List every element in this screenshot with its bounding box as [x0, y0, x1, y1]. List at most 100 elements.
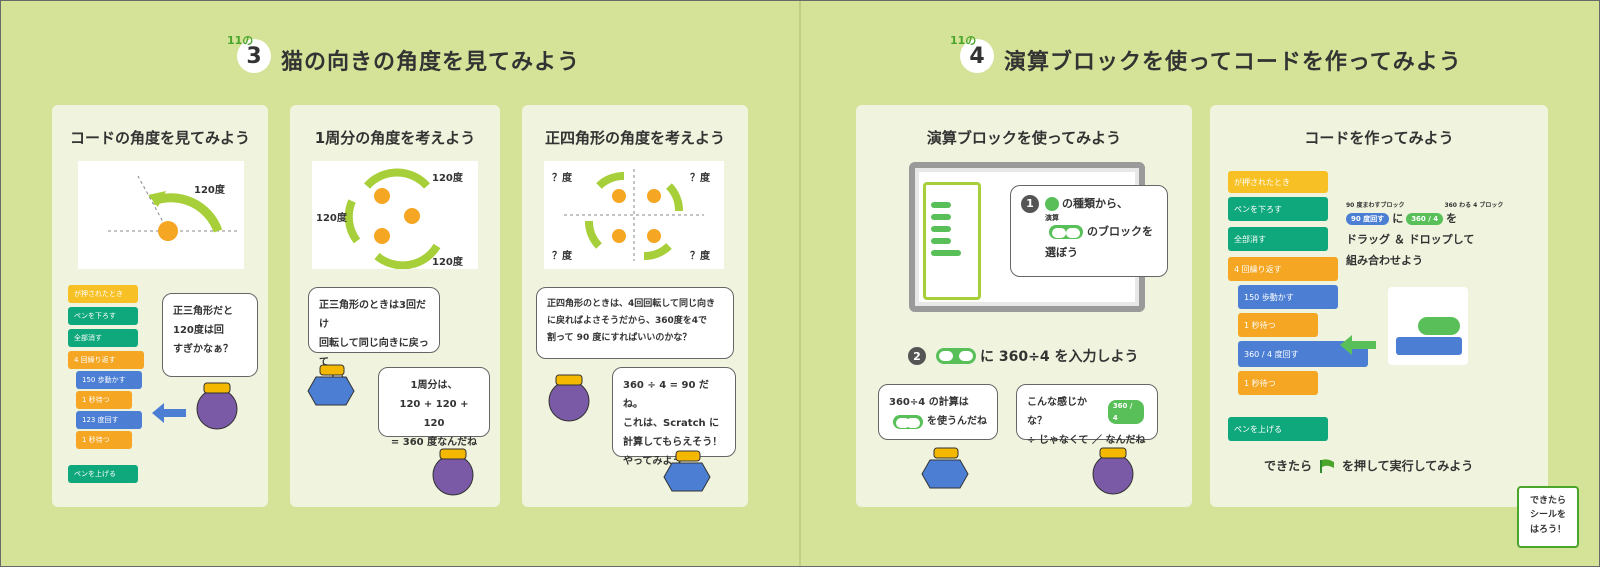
instruction-word: を	[1446, 212, 1458, 225]
bubble-line: 計算してもらえそう！	[623, 437, 723, 448]
speech-bubble: 360÷4 の計算は を使うんだね	[878, 384, 998, 440]
bubble-text: こんな感じかな？	[1027, 397, 1087, 427]
category-label: 演算	[1045, 213, 1059, 222]
panel-title: 1周分の角度を考えよう	[314, 129, 476, 147]
run-prefix: できたら	[1264, 459, 1313, 473]
instruction-text: 90 度まわすブロック 360 わる 4 ブロック 90 度回す に 360 /…	[1346, 203, 1536, 272]
pen-up-block: ペンを上げる	[1228, 417, 1328, 441]
panel-title: コードの角度を見てみよう	[69, 129, 250, 147]
pen-down-block: ペンを下ろす	[68, 307, 138, 325]
turn-block-pill: 90 度回す	[1346, 213, 1390, 226]
operator-category-icon	[1045, 197, 1059, 212]
bubble-line: = 360 度なんだね	[390, 437, 478, 448]
speech-bubble: 1周分は、 120 + 120 + 120 = 360 度なんだね	[378, 367, 490, 448]
square-rotation-figure: ？度 ？度 ？度 ？度	[544, 161, 724, 269]
angle-label: ？度	[552, 173, 572, 184]
callout-text: のブロックを	[1087, 224, 1153, 238]
angle-diagram	[108, 175, 238, 241]
angle-label: ？度	[552, 251, 572, 262]
clear-block: 全部消す	[68, 329, 138, 347]
turn-block-icon	[1396, 337, 1462, 355]
callout-line: のブロックを	[1045, 222, 1157, 243]
sticker-line: シールを	[1529, 510, 1566, 521]
bubble-line: 360÷4 の計算は	[889, 397, 969, 408]
panel-make-code: コードを作ってみよう が押されたとき ペンを下ろす 全部消す 4 回繰り返す 1…	[1210, 105, 1548, 507]
bubble-line: 回転して同じ向きに戻って	[319, 338, 429, 368]
instruction-line: ドラッグ ＆ ドロップして	[1346, 232, 1475, 246]
rotation-diagram	[344, 168, 441, 270]
left-title: 猫の向きの角度を見てみよう	[281, 50, 581, 75]
operator-block-thumb	[931, 250, 961, 256]
panel-title: コードを作ってみよう	[1304, 129, 1454, 147]
run-instruction: できたら を押して実行してみよう	[1264, 457, 1473, 474]
wait-block-2: 1 秒待つ	[1238, 371, 1318, 395]
bubble-line: 正四角形のときは、4回回転して同じ向き	[547, 299, 715, 309]
angle-label: 120度	[194, 185, 225, 196]
purple-character-icon	[1092, 447, 1134, 495]
pen-up-block: ペンを上げる	[68, 465, 138, 483]
sticker-line: はろう！	[1529, 524, 1566, 535]
left-heading: 11の 3 猫の向きの角度を見てみよう	[227, 34, 581, 76]
panel-square-angle: 正四角形の角度を考えよう ？度 ？度 ？度 ？度 正四角形のときは、4回回転して…	[522, 105, 748, 507]
operator-block-thumb	[931, 226, 951, 232]
angle-label: 120度	[316, 213, 347, 224]
bubble-line: 360 ÷ 4 = 90 だね。	[623, 380, 709, 410]
instruction-line: 90 度回す に 360 / 4 を	[1346, 209, 1536, 230]
sticker-box: できたら シールを はろう！	[1517, 486, 1579, 548]
panel-code-angle: コードの角度を見てみよう 120度 が押されたとき ペンを下ろす 全部消す 4 …	[52, 105, 268, 507]
operator-pill: 360 / 4	[1107, 400, 1144, 424]
bubble-line: 120 + 120 + 120	[399, 399, 469, 429]
panel-full-circle: 1周分の角度を考えよう 120度 120度 120度 正三角形のときは3回だけ …	[290, 105, 500, 507]
purple-character-icon	[432, 448, 474, 496]
operator-block-icon	[893, 414, 923, 429]
bubble-line: 120度は回	[173, 325, 224, 336]
repeat-block: 4 回繰り返す	[68, 351, 144, 369]
bubble-line: やってみよう	[623, 456, 683, 467]
turn-block: 123 度回す	[76, 411, 142, 429]
angle-figure: 120度	[78, 161, 244, 269]
speech-bubble: こんな感じかな？ 360 / 4 ÷ じゃなくて ／ なんだね	[1016, 384, 1158, 446]
bubble-line: 割って 90 度にすればいいのかな？	[547, 333, 692, 344]
run-suffix: を押して実行してみよう	[1342, 459, 1474, 473]
when-flag-block: が押されたとき	[68, 285, 138, 303]
move-block: 150 歩動かす	[76, 371, 142, 389]
operator-block-icon	[1418, 317, 1460, 335]
instruction-small-labels: 90 度まわすブロック 360 わる 4 ブロック	[1346, 203, 1536, 209]
drag-illustration	[1388, 287, 1468, 365]
purple-character-icon	[196, 382, 238, 430]
page-number-label: 11の	[950, 34, 977, 47]
step-number: 4	[960, 39, 994, 73]
callout-line: 1 の種類から、	[1021, 194, 1157, 215]
small-label: 360 わる 4 ブロック	[1444, 202, 1504, 209]
bubble-line: すぎかなぁ？	[173, 344, 233, 355]
rotation-figure: 120度 120度 120度	[312, 161, 478, 270]
green-flag-icon	[1320, 458, 1335, 473]
wait-block-2: 1 秒待つ	[76, 431, 132, 449]
bubble-line: 正三角形のときは3回だけ	[319, 300, 426, 330]
blue-character-icon	[921, 447, 969, 489]
small-label: 90 度まわすブロック	[1346, 202, 1405, 209]
page-number-label: 11の	[227, 34, 254, 47]
speech-bubble: 正四角形のときは、4回回転して同じ向き に戻ればよさそうだから、360度を4で …	[536, 287, 734, 359]
step-1-badge: 1	[1021, 195, 1039, 214]
step-2-text: に 360÷4 を入力しよう	[980, 349, 1139, 365]
bubble-line: を使うんだね	[889, 412, 987, 431]
operator-block-icon	[1049, 225, 1083, 240]
pen-down-block: ペンを下ろす	[1228, 197, 1328, 221]
speech-bubble: 360 ÷ 4 = 90 だね。 これは、Scratch に 計算してもらえそう…	[612, 367, 736, 467]
blue-character-icon	[307, 364, 355, 406]
right-title: 演算ブロックを使ってコードを作ってみよう	[1004, 50, 1462, 75]
wait-block: 1 秒待つ	[1238, 313, 1318, 337]
bubble-line: 正三角形だと	[173, 306, 233, 317]
bubble-line: に戻ればよさそうだから、360度を4で	[547, 316, 708, 327]
operator-block-thumb	[931, 202, 951, 208]
move-block: 150 歩動かす	[1238, 285, 1338, 309]
wait-block: 1 秒待つ	[76, 391, 132, 409]
step-2-badge: 2	[908, 347, 926, 365]
bubble-line: 1周分は、	[410, 380, 458, 391]
when-flag-block: が押されたとき	[1228, 171, 1328, 193]
arrow-left-icon	[152, 403, 186, 423]
bubble-line: こんな感じかな？ 360 / 4	[1027, 393, 1147, 431]
step-number: 3	[237, 39, 271, 73]
angle-label: 120度	[432, 257, 463, 268]
